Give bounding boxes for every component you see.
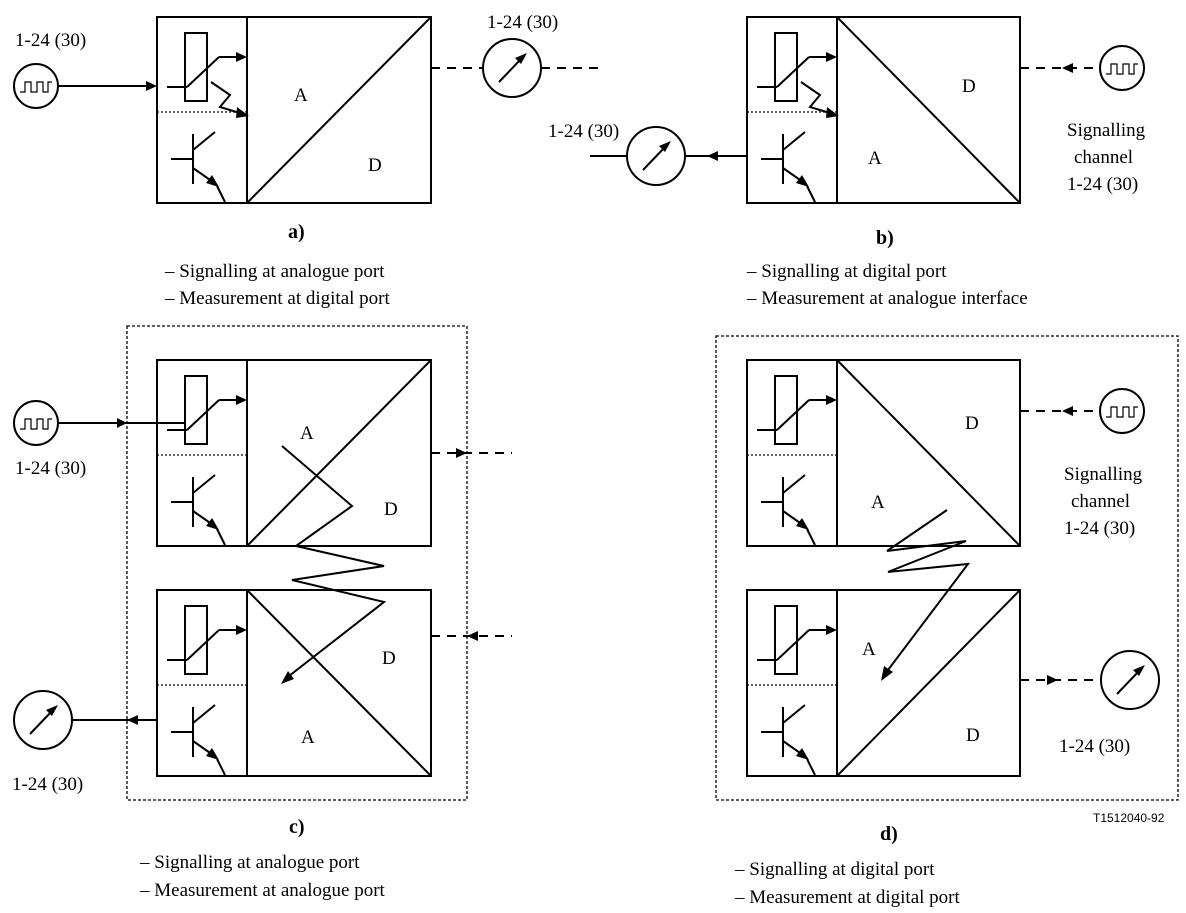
meter-label: 1-24 (30) <box>487 12 558 33</box>
label-a: A <box>294 85 308 106</box>
transistor-icon <box>760 131 816 203</box>
label-a: A <box>868 148 882 169</box>
transistor-icon <box>170 704 226 776</box>
caption-d: d) <box>880 823 898 845</box>
relay-icon <box>166 32 248 102</box>
top-label-a: A <box>871 492 885 513</box>
ad-divider <box>246 359 432 547</box>
pulse-generator-icon <box>1099 45 1145 91</box>
meter-label: 1-24 (30) <box>12 774 83 795</box>
loopback-path <box>281 445 387 677</box>
panel-a: 1-24 (30) 1-24 (30) A D a) – Signalling … <box>13 12 605 309</box>
generator-label: 1-24 (30) <box>15 458 86 479</box>
ad-divider <box>836 589 1021 777</box>
relay-icon <box>756 605 838 675</box>
panel-c-frame <box>126 325 468 801</box>
relay-icon <box>166 605 248 675</box>
pulse-generator-icon <box>13 400 59 446</box>
caption-c-line2: – Measurement at analogue port <box>139 880 386 901</box>
signalling-label-2: channel <box>1074 147 1133 168</box>
transistor-icon <box>170 474 226 546</box>
meter-icon <box>13 690 73 750</box>
pulse-generator-icon <box>13 63 59 109</box>
ad-divider <box>836 359 1021 547</box>
panel-d-top-box <box>746 359 1021 547</box>
caption-a-line1: – Signalling at analogue port <box>164 261 385 282</box>
bottom-label-d: D <box>382 648 396 669</box>
caption-b-line1: – Signalling at digital port <box>746 261 947 282</box>
caption-d-line2: – Measurement at digital port <box>734 887 960 908</box>
top-label-a: A <box>300 423 314 444</box>
label-d: D <box>962 76 976 97</box>
relay-icon <box>756 32 838 102</box>
signalling-label-1: Signalling <box>1064 464 1143 485</box>
loopback-path <box>886 509 971 671</box>
caption-c-line1: – Signalling at analogue port <box>139 852 360 873</box>
ad-divider <box>836 16 1021 204</box>
meter-icon <box>626 126 686 186</box>
meter-icon <box>482 38 542 98</box>
panel-b-box <box>746 16 1021 204</box>
caption-d-line1: – Signalling at digital port <box>734 859 935 880</box>
pulse-generator-icon <box>1099 388 1145 434</box>
panel-d-frame <box>715 335 1179 801</box>
figure-code: T1512040-92 <box>1093 811 1165 825</box>
generator-label: 1-24 (30) <box>15 30 86 51</box>
bottom-label-a: A <box>301 727 315 748</box>
panel-d-bottom-box <box>746 589 1021 777</box>
transistor-icon <box>760 704 816 776</box>
panel-d: D A A D Signalling channel 1-24 (30) 1-2… <box>715 335 1179 908</box>
panel-c-bottom-box <box>156 589 432 777</box>
caption-a: a) <box>288 221 305 243</box>
transistor-icon <box>170 131 226 203</box>
top-label-d: D <box>965 413 979 434</box>
caption-b-line2: – Measurement at analogue interface <box>746 288 1028 309</box>
caption-c: c) <box>289 816 305 838</box>
ad-divider <box>246 589 432 777</box>
panel-a-box <box>156 16 432 204</box>
caption-b: b) <box>876 227 894 249</box>
meter-icon <box>1100 650 1160 710</box>
relay-icon <box>756 375 838 445</box>
caption-a-line2: – Measurement at digital port <box>164 288 390 309</box>
top-label-d: D <box>384 499 398 520</box>
transistor-icon <box>760 474 816 546</box>
ad-divider <box>246 16 432 204</box>
signalling-label-1: Signalling <box>1067 120 1146 141</box>
label-d: D <box>368 155 382 176</box>
meter-label: 1-24 (30) <box>548 121 619 142</box>
signalling-label-2: channel <box>1071 491 1130 512</box>
bottom-label-d: D <box>966 725 980 746</box>
bottom-label-a: A <box>862 639 876 660</box>
panel-c: 1-24 (30) 1-24 (30) A D D A c) – Signall… <box>12 325 512 901</box>
signalling-label-3: 1-24 (30) <box>1064 518 1135 539</box>
panel-b: 1-24 (30) D A Signalling channel 1-24 (3… <box>548 16 1146 309</box>
relay-icon <box>166 375 248 445</box>
signalling-label-3: 1-24 (30) <box>1067 174 1138 195</box>
meter-label: 1-24 (30) <box>1059 736 1130 757</box>
